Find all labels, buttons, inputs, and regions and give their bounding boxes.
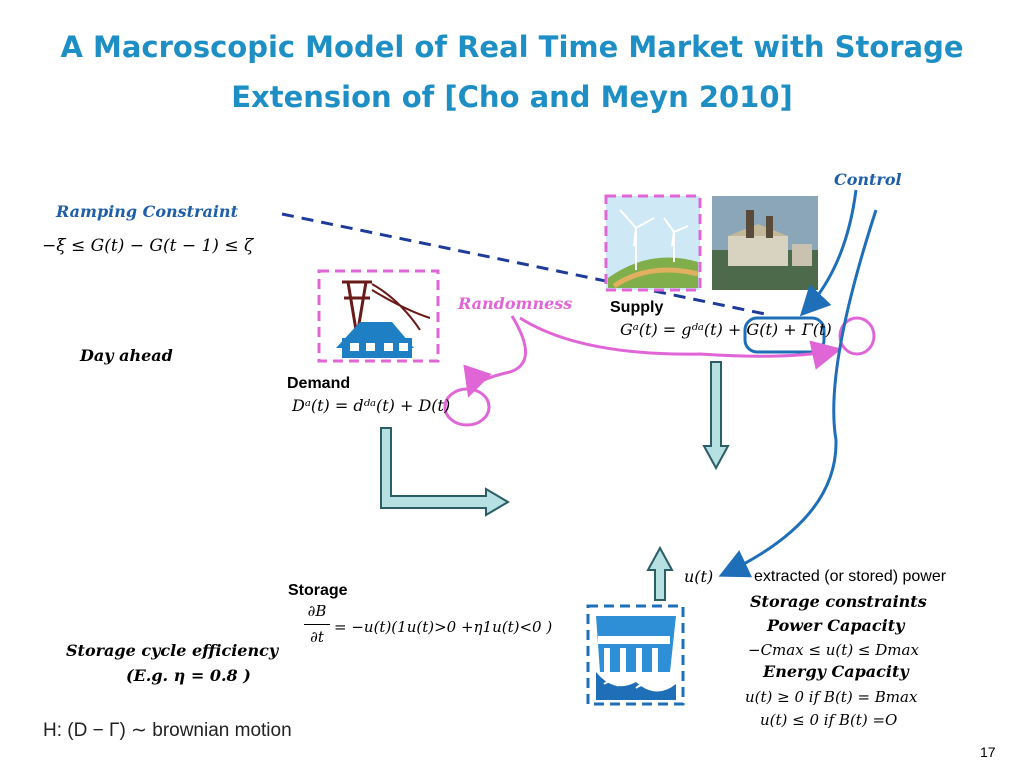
cycle-efficiency-example: (E.g. η = 0.8 ) [126, 666, 251, 685]
supply-down-arrow [702, 361, 730, 471]
ramping-constraint-label: Ramping Constraint [56, 202, 238, 221]
randomness-arrow-demand [463, 315, 527, 398]
storage-constraints-label: Storage constraints [750, 592, 927, 611]
storage-label: Storage [288, 582, 348, 599]
wind-turbine-icon [604, 194, 702, 292]
storage-eq-rhs: = −u(t)(1u(t)>0 +η1u(t)<0 ) [334, 618, 553, 636]
brownian-hypothesis: H: (D − Γ) ∼ brownian motion [43, 720, 292, 741]
power-plant-icon [712, 196, 818, 290]
demand-formula: Dᵃ(t) = dᵈᵃ(t) + D(t) [292, 396, 451, 415]
u-t-label: u(t) [684, 567, 714, 586]
cycle-efficiency-label: Storage cycle efficiency [66, 641, 279, 660]
storage-eq-denominator: ∂t [310, 628, 324, 646]
demand-icon [317, 269, 440, 363]
randomness-label: Randomness [458, 294, 573, 313]
energy-capacity-label: Energy Capacity [763, 662, 909, 681]
power-capacity-formula: −Cmax ≤ u(t) ≤ Dmax [748, 641, 919, 659]
demand-random-circle [443, 387, 491, 427]
demand-label: Demand [287, 375, 351, 392]
ramping-formula: −ξ ≤ G(t) − G(t − 1) ≤ ζ [42, 236, 254, 256]
control-arrow-supply [799, 189, 858, 317]
ramping-dashed-line [281, 212, 771, 317]
demand-bend-arrow [380, 427, 510, 517]
randomness-arrow-supply [519, 316, 842, 370]
storage-eq-numerator: ∂B [307, 602, 327, 620]
supply-random-circle [838, 316, 876, 356]
control-box [743, 316, 826, 354]
power-capacity-label: Power Capacity [767, 616, 905, 635]
storage-up-arrow [646, 545, 674, 601]
page-number: 17 [980, 744, 996, 760]
control-arrow-storage [718, 209, 878, 578]
supply-formula: Gᵃ(t) = gᵈᵃ(t) + G(t) + Γ(t) [620, 320, 832, 339]
extracted-power-label: extracted (or stored) power [754, 568, 947, 585]
supply-label: Supply [610, 299, 664, 316]
slide-title-line2: Extension of [Cho and Meyn 2010] [231, 80, 793, 114]
day-ahead-label: Day ahead [80, 346, 173, 365]
control-label: Control [834, 170, 902, 189]
energy-capacity-formula-2: u(t) ≤ 0 if B(t) =O [760, 711, 898, 729]
storage-eq-fraction-bar [304, 624, 330, 625]
energy-capacity-formula-1: u(t) ≥ 0 if B(t) = Bmax [745, 688, 918, 706]
storage-dam-icon [586, 604, 685, 706]
slide-title-line1: A Macroscopic Model of Real Time Market … [60, 30, 964, 64]
